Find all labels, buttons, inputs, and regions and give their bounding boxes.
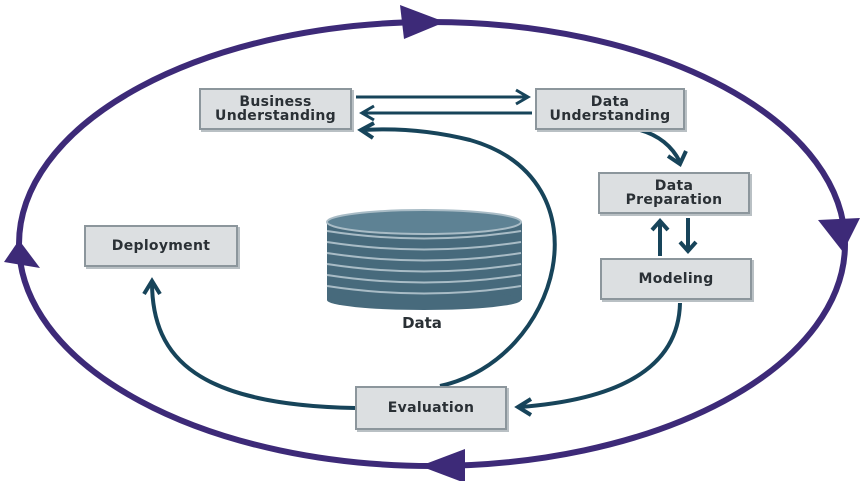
database-icon [326, 209, 522, 310]
arrow-model-to-eval [514, 302, 682, 417]
node-data-preparation: Data Preparation [598, 172, 750, 214]
node-deployment: Deployment [84, 225, 238, 267]
data-label: Data [402, 314, 442, 332]
node-data-understanding: Data Understanding [535, 88, 685, 130]
node-modeling: Modeling [600, 258, 752, 300]
outer-cycle-arrow-bottom [420, 449, 465, 481]
arrow-datau-to-business [359, 104, 532, 122]
arrow-business-to-datau [356, 88, 531, 106]
outer-cycle-arrow-right [818, 218, 860, 252]
arrow-model-to-prep [650, 217, 670, 256]
arrow-datau-to-prep [639, 128, 688, 167]
node-evaluation: Evaluation [355, 386, 507, 430]
outer-cycle-arrow-top [400, 5, 445, 39]
arrow-prep-to-model [678, 218, 698, 255]
node-business-understanding: Business Understanding [199, 88, 352, 130]
outer-cycle-arrow-left [4, 240, 40, 268]
arrow-eval-to-deploy [142, 277, 356, 410]
arrow-eval-to-business [357, 121, 557, 388]
